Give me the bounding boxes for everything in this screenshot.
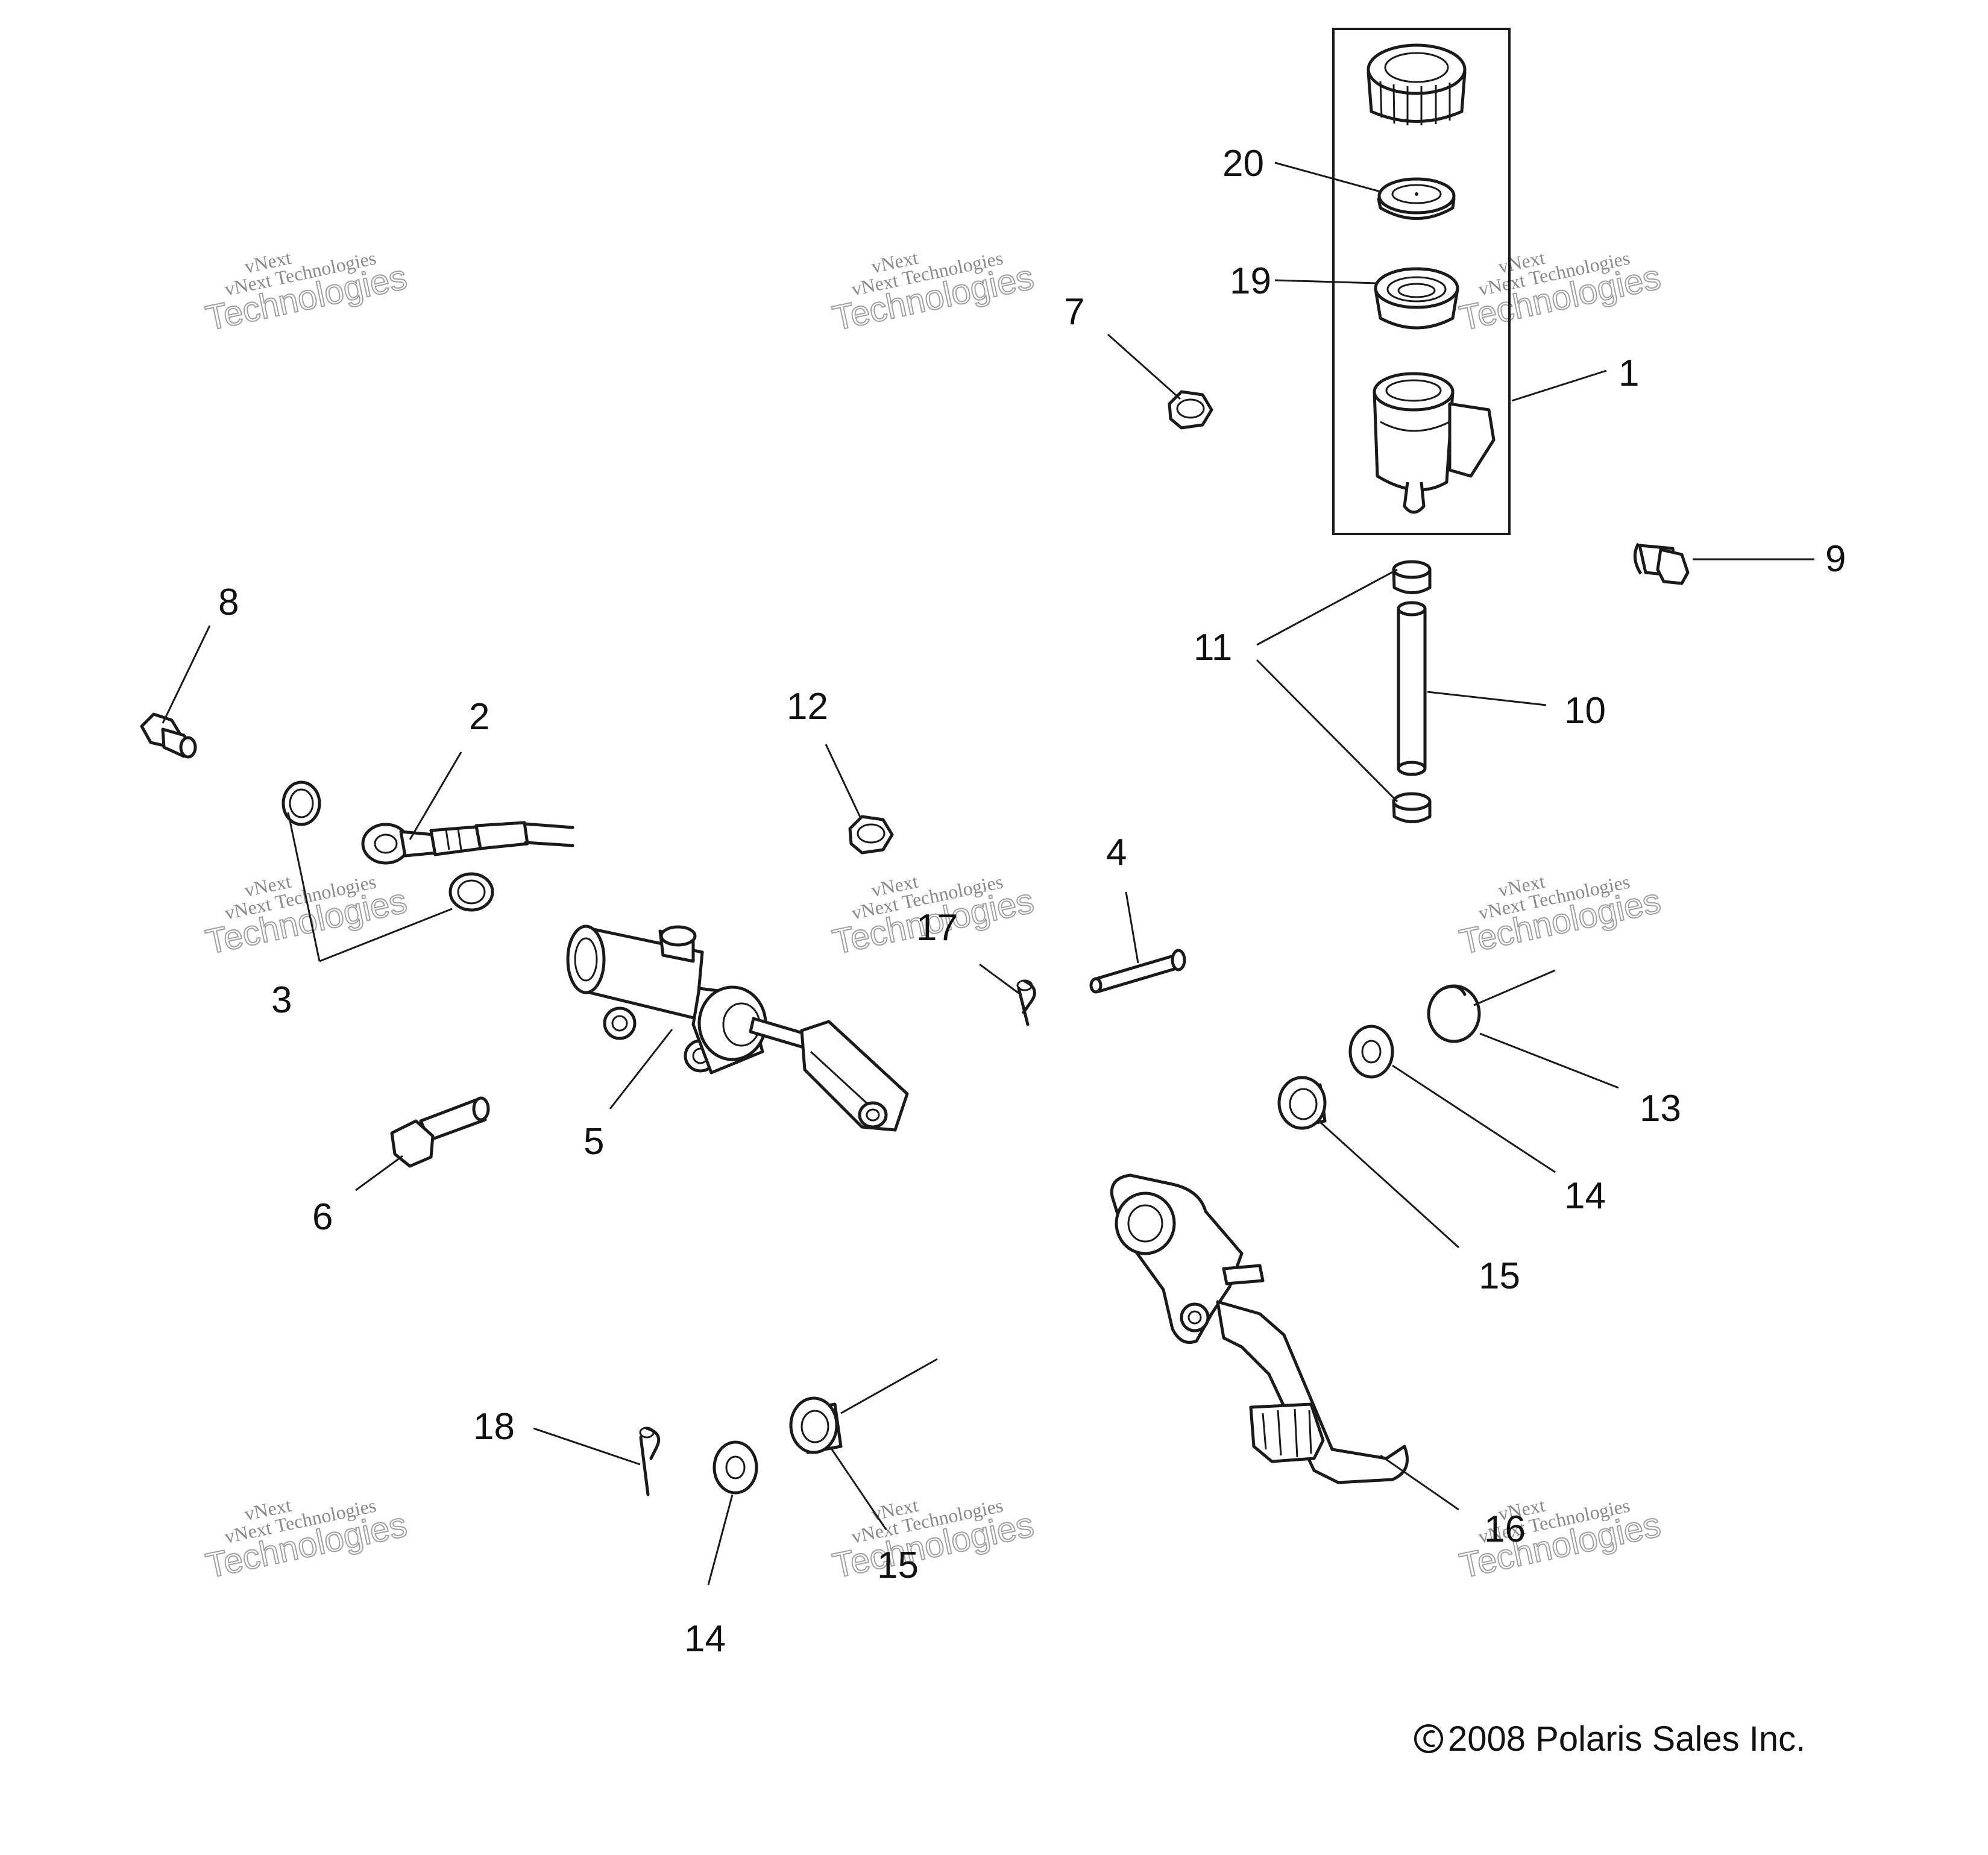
nut-part-7	[1168, 390, 1213, 430]
diaphragm-plate-part	[1374, 267, 1459, 330]
reservoir-body-part	[1373, 372, 1496, 514]
callout-14-upper: 14	[1564, 1175, 1606, 1217]
clevis-pin-part-4	[1089, 949, 1186, 994]
callout-5: 5	[584, 1121, 604, 1163]
bolt-part-9	[1633, 542, 1690, 585]
copyright-text: 2008 Polaris Sales Inc.	[1448, 1719, 1805, 1759]
watermark-mid-right: vNext vNext Technologies Technologies	[1456, 870, 1665, 962]
callout-10: 10	[1564, 690, 1606, 732]
callout-1: 1	[1618, 353, 1639, 394]
callout-16: 16	[1484, 1508, 1526, 1550]
brake-line-part-2	[361, 821, 574, 865]
callout-15-lower: 15	[877, 1545, 919, 1586]
callout-19: 19	[1230, 260, 1271, 302]
crush-washer-upper-part-3	[282, 780, 321, 826]
callout-8: 8	[218, 582, 239, 623]
watermark-top-center: vNext vNext Technologies Technologies	[829, 246, 1038, 339]
washer-lower-part-14	[712, 1440, 758, 1495]
watermark-bottom-center: vNext vNext Technologies Technologies	[829, 1494, 1038, 1586]
bushing-lower-part-15	[789, 1396, 843, 1454]
clip-lower-part-11	[1392, 792, 1432, 823]
reservoir-cap-part	[1367, 43, 1467, 125]
pivot-pin-part-10	[1397, 601, 1427, 776]
callout-18: 18	[473, 1406, 515, 1448]
master-cylinder-part-5	[566, 924, 909, 1132]
crush-washer-lower-part-3	[448, 872, 494, 912]
banjo-bolt-part-8	[140, 712, 197, 759]
callout-2: 2	[469, 696, 489, 738]
copyright-symbol-icon	[1414, 1724, 1443, 1753]
watermark-bottom-right: vNext vNext Technologies Technologies	[1456, 1494, 1665, 1586]
bolt-part-6	[390, 1096, 490, 1168]
callout-7: 7	[1064, 291, 1084, 333]
nut-part-12	[848, 815, 894, 855]
watermark-top-right: vNext vNext Technologies Technologies	[1456, 246, 1665, 339]
callout-11: 11	[1194, 627, 1232, 668]
cotter-pin-part-18	[639, 1427, 661, 1496]
copyright-notice: 2008 Polaris Sales Inc.	[1414, 1719, 1805, 1759]
washer-upper-part-14	[1348, 1025, 1394, 1079]
callout-17: 17	[916, 907, 958, 949]
callout-13: 13	[1640, 1088, 1681, 1129]
watermark-bottom-left: vNext vNext Technologies Technologies	[202, 1494, 411, 1586]
watermark-top-left: vNext vNext Technologies Technologies	[202, 246, 411, 339]
brake-pedal-part-16	[1110, 1173, 1409, 1484]
callout-3: 3	[271, 979, 292, 1021]
callout-9: 9	[1825, 538, 1846, 580]
callout-6: 6	[312, 1196, 333, 1238]
leader-lines	[162, 162, 1814, 1586]
callout-15-upper: 15	[1479, 1255, 1520, 1297]
callout-labels: 20 19 1 7 9 11 10 8 2 3 12 4 17 5 6 13 1…	[218, 143, 1846, 1660]
diaphragm-part	[1377, 177, 1456, 220]
clip-upper-part-11	[1392, 560, 1432, 594]
watermark-mid-left: vNext vNext Technologies Technologies	[202, 870, 411, 962]
callout-14-lower: 14	[684, 1618, 726, 1660]
callout-4: 4	[1106, 832, 1127, 873]
callout-20: 20	[1222, 143, 1264, 184]
callout-12: 12	[787, 686, 828, 727]
bushing-upper-part-15	[1277, 1076, 1327, 1130]
cotter-pin-part-17	[1016, 979, 1036, 1026]
spring-clip-part-13	[1427, 984, 1481, 1043]
